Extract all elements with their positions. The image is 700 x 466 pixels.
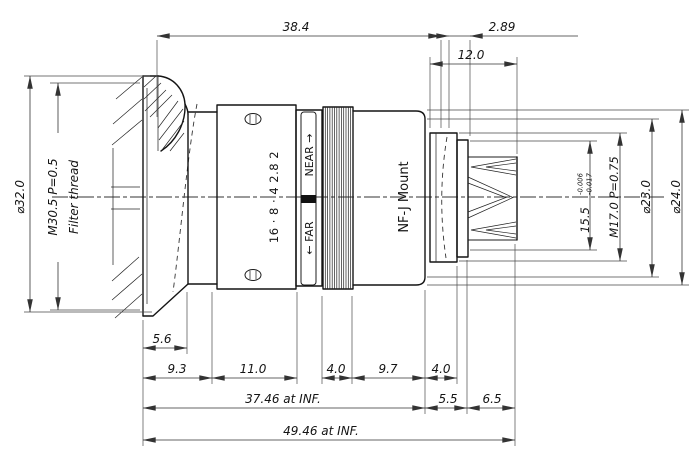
dim-mount-section: 9.7 <box>378 362 397 376</box>
screw-top <box>244 113 262 125</box>
pilot-diameter-label: 15.5 <box>578 207 592 233</box>
dim-flange-width: 4.0 <box>431 362 450 376</box>
extension-lines <box>24 40 689 446</box>
front-element-assembly <box>111 75 198 319</box>
dim-flange-distance: 37.46 at INF. <box>245 392 321 406</box>
dim-front-to-flange: 38.4 <box>283 20 310 34</box>
front-diameter-label: ⌀32.0 <box>13 180 27 214</box>
mount-barrel: NF-J Mount <box>352 110 426 286</box>
filter-thread-marks <box>111 76 143 319</box>
rear-mount-flange <box>429 132 469 263</box>
dim-front-section: 9.3 <box>167 362 186 376</box>
pilot-tol-upper: -0.006 <box>577 172 585 195</box>
dim-flange-offset: 2.89 <box>489 20 516 34</box>
diameter-24-label: ⌀24.0 <box>669 180 683 214</box>
filter-thread-note: Filter thread <box>67 160 81 234</box>
dimension-lines <box>27 33 685 443</box>
pilot-tol-lower: -0.017 <box>586 172 594 195</box>
rear-thread-section <box>467 156 518 241</box>
aperture-scale-label: 16 · 8 · 4 2.8 2 <box>267 151 281 243</box>
rear-element-hidden-surface <box>441 136 448 259</box>
dim-aperture-section: 11.0 <box>240 362 267 376</box>
screw-bottom <box>244 269 262 281</box>
near-far-ring: NEAR → ← FAR <box>295 109 323 287</box>
far-label: ← FAR <box>303 221 316 255</box>
section-hatching <box>143 75 185 152</box>
front-barrel-section <box>187 111 218 285</box>
diameter-23-label: ⌀23.0 <box>639 180 653 214</box>
front-element-hidden-surface <box>172 103 198 293</box>
mount-name-label: NF-J Mount <box>397 161 412 232</box>
dim-overall-length: 49.46 at INF. <box>283 424 359 438</box>
dim-rear-length: 12.0 <box>458 48 485 62</box>
rear-thread-label: M17.0 P=0.75 <box>607 156 621 237</box>
dim-rear-step: 5.5 <box>438 392 457 406</box>
knurled-focus-ring <box>322 106 354 290</box>
near-label: NEAR → <box>303 133 316 176</box>
dim-front-cone: 5.6 <box>152 332 171 346</box>
knurling <box>324 107 351 289</box>
dimension-labels: 38.4 2.89 12.0 ⌀32.0 M30.5 P=0.5 Filter … <box>13 20 683 438</box>
dim-knurl-width: 4.0 <box>326 362 345 376</box>
focus-index-mark <box>301 195 316 203</box>
front-thread-label: M30.5 P=0.5 <box>46 158 60 235</box>
pilot-diameter-step <box>456 139 469 258</box>
aperture-ring: 16 · 8 · 4 2.8 2 <box>216 104 297 290</box>
dim-rear-tip: 6.5 <box>482 392 501 406</box>
